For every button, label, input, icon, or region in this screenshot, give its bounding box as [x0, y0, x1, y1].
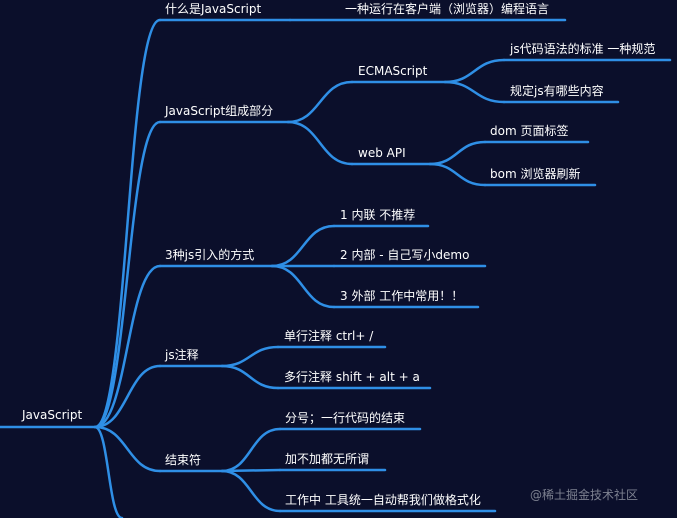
edge-ecma-content: [443, 80, 506, 104]
branch-import-methods[interactable]: 3种js引入的方式: [165, 248, 255, 262]
edge-components-webapi: [286, 120, 354, 166]
edge-term-semicolon: [220, 427, 282, 473]
leaf-single-comment[interactable]: 单行注释 ctrl+ /: [284, 329, 374, 343]
edge-root-components: [93, 120, 162, 429]
branch-terminator[interactable]: 结束符: [165, 453, 202, 467]
edge-term-optional: [220, 468, 282, 473]
edge-comments-single: [220, 345, 280, 368]
leaf-bom[interactable]: bom 浏览器刷新: [490, 167, 581, 181]
leaf-optional[interactable]: 加不加都无所谓: [285, 452, 370, 466]
edge-ecma-standard: [443, 58, 506, 84]
leaf-inline[interactable]: 1 内联 不推荐: [340, 208, 416, 222]
node-web-api[interactable]: web API: [358, 146, 406, 160]
leaf-definition[interactable]: 一种运行在客户端（浏览器）编程语言: [345, 2, 550, 16]
branch-components[interactable]: JavaScript组成部分: [165, 104, 274, 118]
leaf-auto-format[interactable]: 工作中 工具统一自动帮我们做格式化: [285, 493, 481, 507]
edge-root-terminator: [93, 425, 162, 473]
leaf-semicolon[interactable]: 分号；一行代码的结束: [285, 411, 406, 425]
node-ecmascript[interactable]: ECMAScript: [358, 64, 428, 78]
root-node[interactable]: JavaScript: [22, 408, 83, 422]
leaf-multi-comment[interactable]: 多行注释 shift + alt + a: [284, 370, 420, 384]
watermark: @稀土掘金技术社区: [530, 488, 639, 502]
leaf-ecma-content[interactable]: 规定js有哪些内容: [510, 84, 604, 98]
edge-import-inline: [270, 224, 336, 268]
edge-webapi-dom: [428, 140, 487, 166]
edge-components-ecma: [286, 80, 354, 124]
edge-root-what: [93, 18, 162, 429]
edge-webapi-bom: [428, 162, 487, 187]
edge-term-format: [220, 469, 282, 513]
edge-root-import: [93, 264, 162, 429]
leaf-external[interactable]: 3 外部 工作中常用！！: [340, 289, 464, 303]
leaf-dom[interactable]: dom 页面标签: [490, 124, 569, 138]
edge-root-comments: [93, 364, 162, 429]
leaf-ecma-standard[interactable]: js代码语法的标准 一种规范: [510, 42, 656, 56]
edge-root-more: [93, 425, 124, 518]
edge-comments-multi: [220, 364, 280, 390]
branch-comments[interactable]: js注释: [165, 348, 199, 362]
branch-what-is-js[interactable]: 什么是JavaScript: [165, 2, 262, 16]
leaf-internal[interactable]: 2 内部 - 自己写小demo: [340, 248, 470, 262]
edge-import-external: [270, 264, 336, 309]
